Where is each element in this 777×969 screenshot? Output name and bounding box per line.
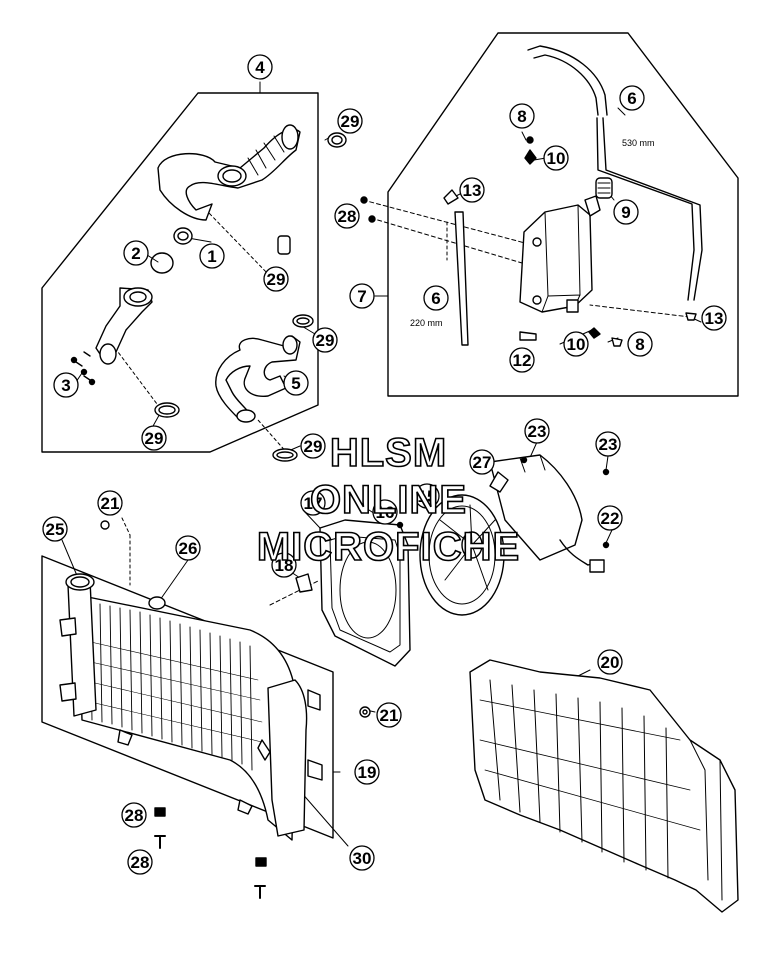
radiator-side-panel xyxy=(469,659,739,913)
callout-28: 28 xyxy=(338,207,357,226)
watermark-line-2: ONLINE xyxy=(309,478,468,522)
callout-29: 29 xyxy=(316,331,335,350)
callout-21: 21 xyxy=(101,494,120,513)
callout-23: 23 xyxy=(528,422,547,441)
hose-lower-assembly xyxy=(70,287,180,418)
callout-9: 9 xyxy=(621,203,630,222)
callout-7: 7 xyxy=(357,287,366,306)
callout-22: 22 xyxy=(601,509,620,528)
callout-10: 10 xyxy=(567,335,586,354)
callout-5: 5 xyxy=(291,374,300,393)
hose-upper-assembly xyxy=(150,124,347,274)
callout-20: 20 xyxy=(601,653,620,672)
callout-8: 8 xyxy=(517,107,526,126)
watermark-line-3: MICROFICHE xyxy=(256,525,521,569)
hose-length-220: 220 mm xyxy=(410,318,443,328)
callout-16: 16 xyxy=(376,503,395,522)
callout-13: 13 xyxy=(463,181,482,200)
callout-12: 12 xyxy=(513,351,532,370)
callout-28: 28 xyxy=(125,806,144,825)
callout-25: 25 xyxy=(46,520,65,539)
callout-21: 21 xyxy=(380,706,399,725)
callout-6: 6 xyxy=(431,289,440,308)
reservoir-group-boundary xyxy=(387,32,739,397)
callout-29: 29 xyxy=(341,112,360,131)
radiator xyxy=(59,520,371,899)
hose-length-530: 530 mm xyxy=(622,138,655,148)
hose-group-boundary xyxy=(41,92,319,453)
callout-30: 30 xyxy=(353,849,372,868)
callout-1: 1 xyxy=(207,247,216,266)
callout-29: 29 xyxy=(267,270,286,289)
fan-motor xyxy=(396,454,610,573)
callout-13: 13 xyxy=(705,309,724,328)
callout-26: 26 xyxy=(179,539,198,558)
callout-29: 29 xyxy=(304,437,323,456)
callout-2: 2 xyxy=(131,244,140,263)
fan-shroud xyxy=(295,519,411,667)
coolant-reservoir xyxy=(360,45,703,347)
callout-3: 3 xyxy=(61,376,70,395)
callout-27: 27 xyxy=(473,453,492,472)
callout-28: 28 xyxy=(131,853,150,872)
callout-6: 6 xyxy=(627,89,636,108)
callout-23: 23 xyxy=(599,435,618,454)
callout-19: 19 xyxy=(358,763,377,782)
hose-5 xyxy=(215,314,314,462)
callout-10: 10 xyxy=(547,149,566,168)
callout-29: 29 xyxy=(145,429,164,448)
cooling-fan xyxy=(419,494,505,616)
callout-17: 17 xyxy=(304,494,323,513)
callout-4: 4 xyxy=(255,58,265,77)
callout-8: 8 xyxy=(635,335,644,354)
callout-15: 15 xyxy=(418,487,437,506)
callout-18: 18 xyxy=(275,556,294,575)
watermark-line-1: HLSM xyxy=(329,431,448,475)
